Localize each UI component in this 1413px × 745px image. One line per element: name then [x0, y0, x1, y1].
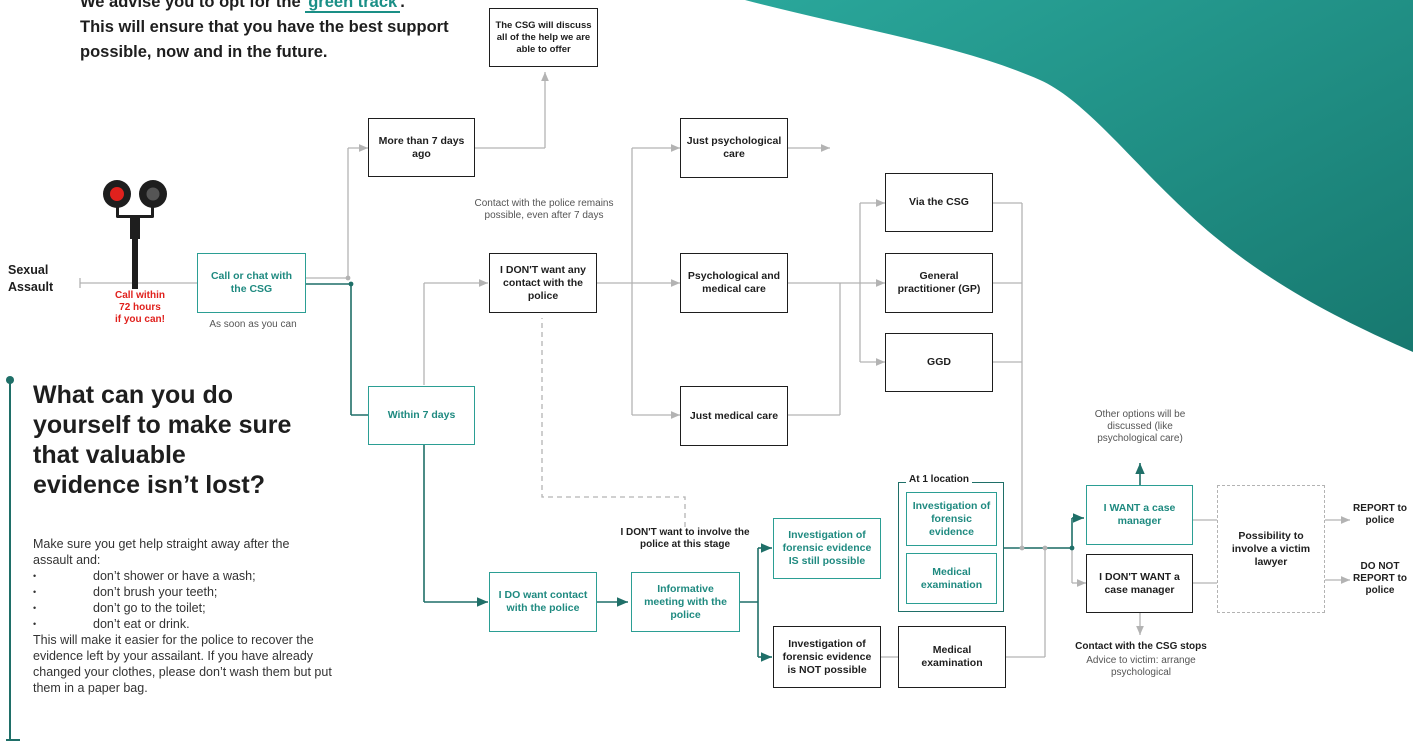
- dont-want-case-manager-box: I DON'T WANT a case manager: [1086, 554, 1193, 613]
- evidence-outro-text: This will make it easier for the police …: [33, 633, 332, 695]
- green-track-highlight: green track: [305, 0, 401, 13]
- list-item: don’t eat or drink.: [33, 616, 256, 632]
- as-soon-as-you-can-text: As soon as you can: [209, 319, 297, 330]
- evidence-list: don’t shower or have a wash; don’t brush…: [33, 568, 256, 632]
- csg-discuss-box: The CSG will discuss all of the help we …: [489, 8, 598, 67]
- medical-examination-inner-box: Medical examination: [906, 553, 997, 604]
- at-one-location-label: At 1 location: [906, 474, 973, 485]
- forensic-still-possible-box: Investigation of forensic evidence IS st…: [773, 518, 881, 579]
- within-7-days-box: Within 7 days: [368, 386, 475, 445]
- dont-want-contact-box: I DON'T want any contact with the police: [489, 253, 597, 313]
- contact-csg-stops-text: Contact with the CSG stops: [1075, 641, 1207, 652]
- list-item: don’t brush your teeth;: [33, 584, 256, 600]
- just-medical-care-box: Just medical care: [680, 386, 788, 446]
- advice-to-victim-text: Advice to victim: arrange psychological: [1086, 655, 1196, 678]
- list-item: don’t shower or have a wash;: [33, 568, 256, 584]
- do-not-report-text: DO NOT REPORT to police: [1353, 561, 1407, 596]
- informative-meeting-box: Informative meeting with the police: [631, 572, 740, 632]
- ggd-box: GGD: [885, 333, 993, 392]
- evidence-intro-text: Make sure you get help straight away aft…: [33, 537, 290, 567]
- general-practitioner-box: General practitioner (GP): [885, 253, 993, 313]
- traffic-light-icon: [103, 180, 167, 289]
- contact-remains-possible-text: Contact with the police remains possible…: [474, 198, 614, 221]
- do-want-contact-box: I DO want contact with the police: [489, 572, 597, 632]
- intro-text: We advise you to opt for the green track…: [80, 0, 500, 65]
- report-to-police-text: REPORT to police: [1353, 503, 1407, 526]
- more-than-7-days-box: More than 7 days ago: [368, 118, 475, 177]
- want-case-manager-box: I WANT a case manager: [1086, 485, 1193, 545]
- dont-involve-police-text: I DON'T want to involve the police at th…: [620, 527, 750, 550]
- victim-lawyer-box: Possibility to involve a victim lawyer: [1217, 485, 1325, 613]
- psychological-medical-care-box: Psychological and medical care: [680, 253, 788, 313]
- forensic-investigation-box: Investigation of forensic evidence: [906, 492, 997, 546]
- forensic-not-possible-box: Investigation of forensic evidence is NO…: [773, 626, 881, 688]
- call-or-chat-csg-box: Call or chat with the CSG: [197, 253, 306, 313]
- other-options-text: Other options will be discussed (like ps…: [1094, 409, 1186, 444]
- medical-examination-box: Medical examination: [898, 626, 1006, 688]
- list-item: don’t go to the toilet;: [33, 600, 256, 616]
- just-psychological-care-box: Just psychological care: [680, 118, 788, 178]
- via-csg-box: Via the CSG: [885, 173, 993, 232]
- evidence-heading: What can you do yourself to make sure th…: [33, 381, 292, 499]
